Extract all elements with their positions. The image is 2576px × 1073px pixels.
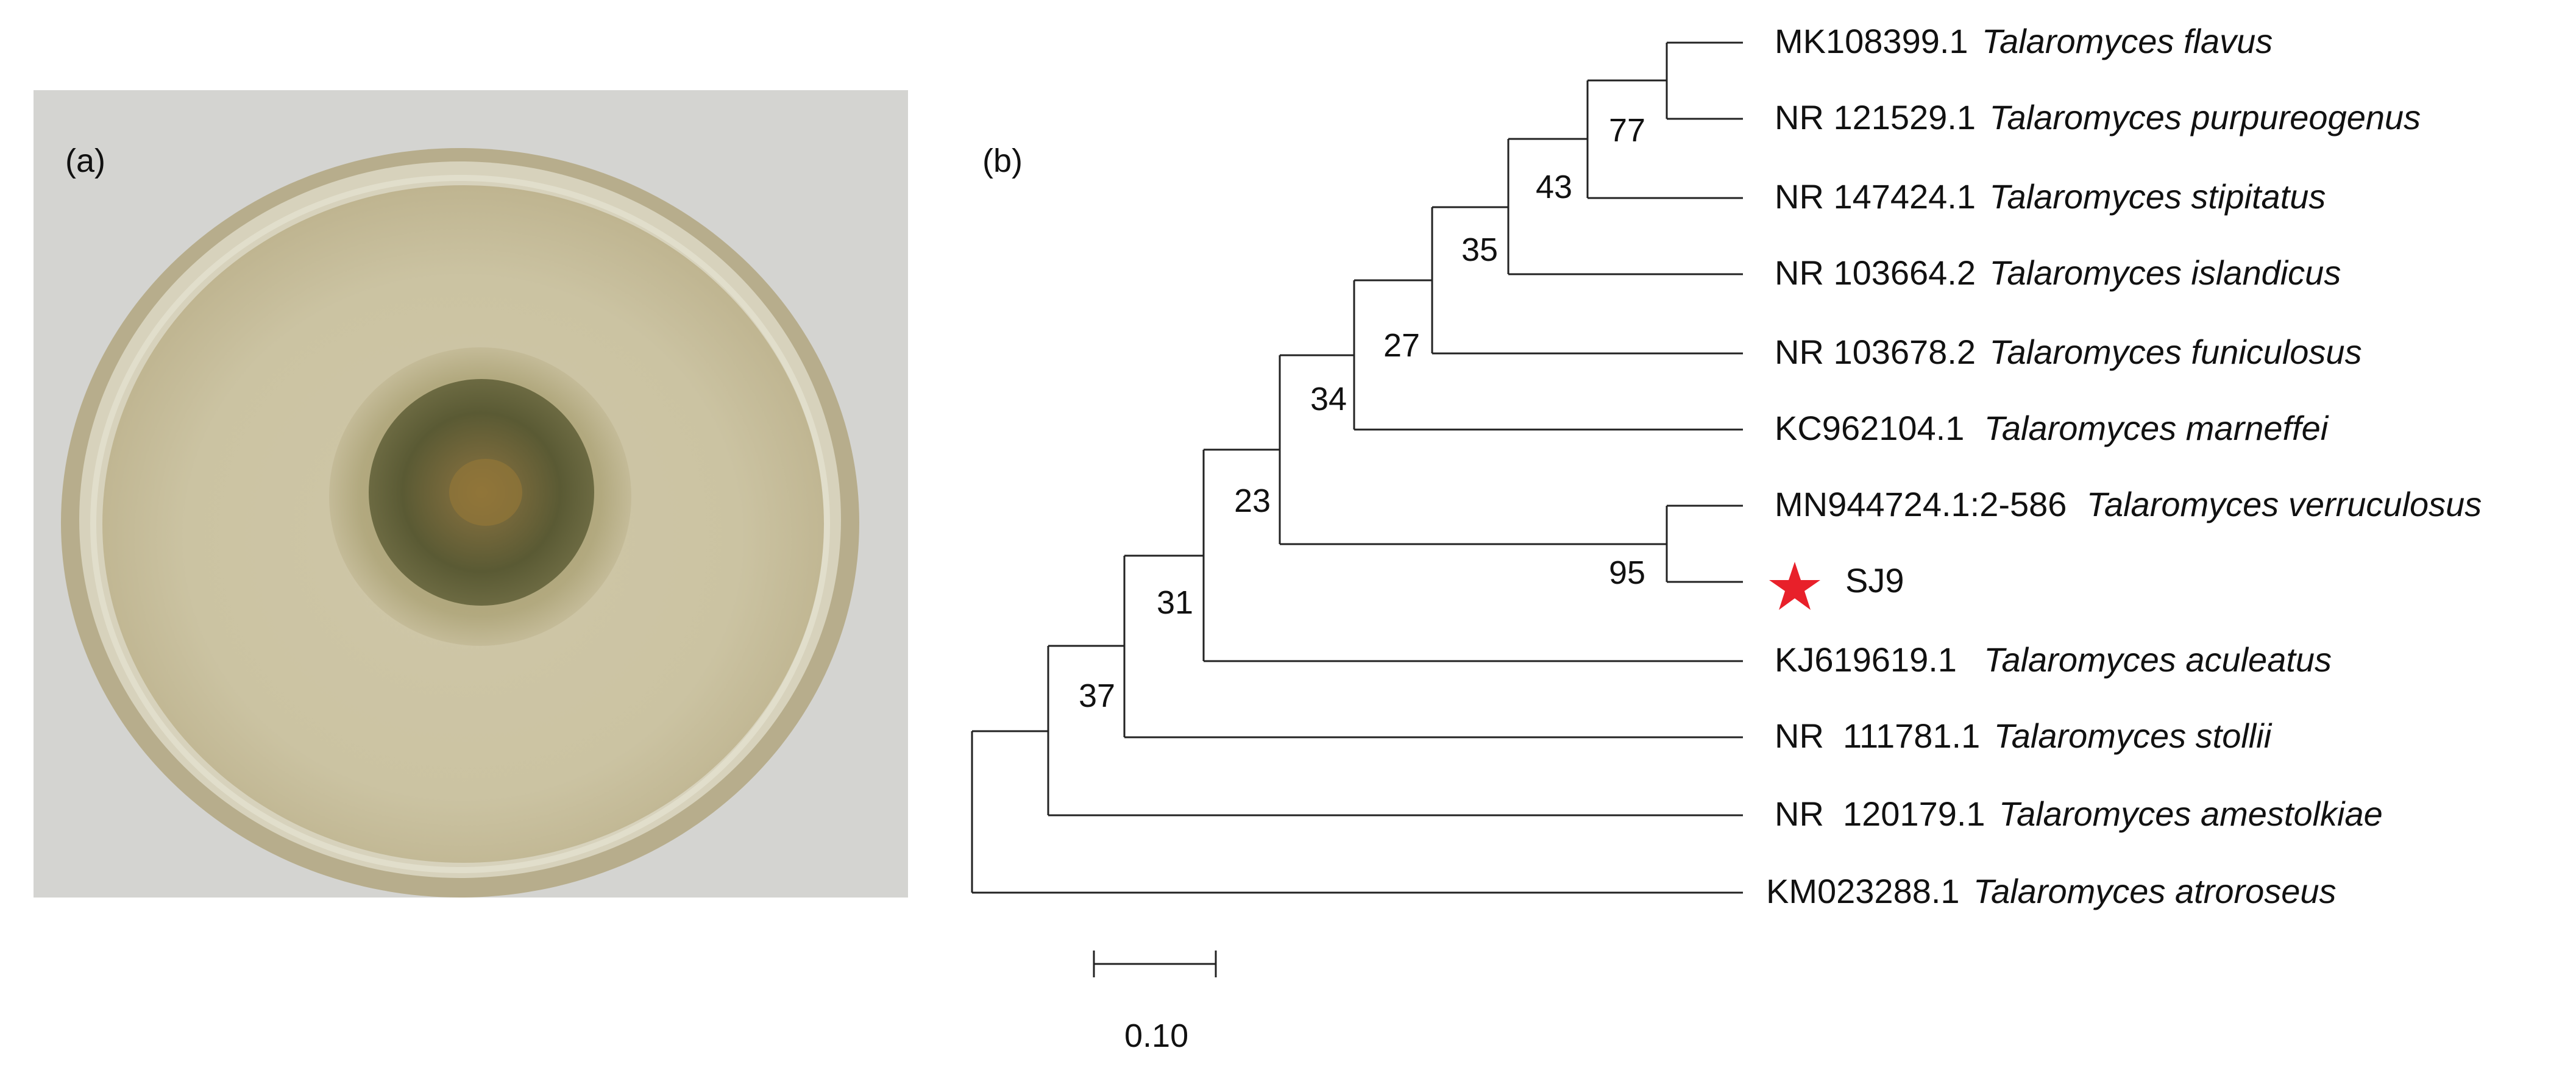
scale-bar-label: 0.10 — [1124, 1018, 1188, 1054]
leaf-label: MN944724.1:2-586 Talaromyces verruculosu… — [1775, 485, 2482, 523]
bootstrap-value: 23 — [1234, 483, 1271, 519]
leaf-label: NR 120179.1 Talaromyces amestolkiae — [1775, 795, 2383, 833]
bootstrap-value: 34 — [1310, 381, 1347, 417]
bootstrap-value: 31 — [1157, 584, 1193, 621]
bootstrap-value: 37 — [1079, 678, 1115, 714]
petri-dish-illustration — [34, 90, 908, 898]
leaf-label-sj9: SJ9 — [1845, 561, 1904, 600]
panel-b-label: (b) — [982, 143, 1023, 179]
leaf-label: KC962104.1 Talaromyces marneffei — [1775, 409, 2329, 447]
leaf-label: MK108399.1 Talaromyces flavus — [1775, 22, 2273, 60]
bootstrap-value: 43 — [1536, 169, 1572, 205]
leaf-label: NR 147424.1 Talaromyces stipitatus — [1775, 177, 2326, 216]
leaf-label: KM023288.1 Talaromyces atroroseus — [1766, 872, 2336, 910]
petri-dish-photo: (a) — [34, 90, 908, 898]
panel-a-label: (a) — [65, 143, 105, 179]
leaf-label: NR 103678.2 Talaromyces funiculosus — [1775, 333, 2362, 371]
bootstrap-values: 77 43 35 27 34 23 95 31 37 — [1079, 112, 1645, 714]
scale-bar: 0.10 — [1093, 951, 1217, 1054]
tree-branches — [971, 41, 1743, 894]
leaf-label: NR 103664.2 Talaromyces islandicus — [1775, 253, 2341, 292]
bootstrap-value: 95 — [1609, 554, 1645, 591]
leaf-label: KJ619619.1 Talaromyces aculeatus — [1775, 640, 2332, 679]
leaf-label: NR 111781.1 Talaromyces stollii — [1775, 717, 2273, 755]
leaf-label: NR 121529.1 Talaromyces purpureogenus — [1775, 98, 2421, 136]
bootstrap-value: 27 — [1383, 327, 1420, 364]
bootstrap-value: 35 — [1461, 232, 1498, 268]
bootstrap-value: 77 — [1609, 112, 1645, 149]
highlight-star-icon — [1769, 562, 1820, 610]
leaf-labels: MK108399.1 Talaromyces flavus NR 121529.… — [1766, 22, 2482, 910]
